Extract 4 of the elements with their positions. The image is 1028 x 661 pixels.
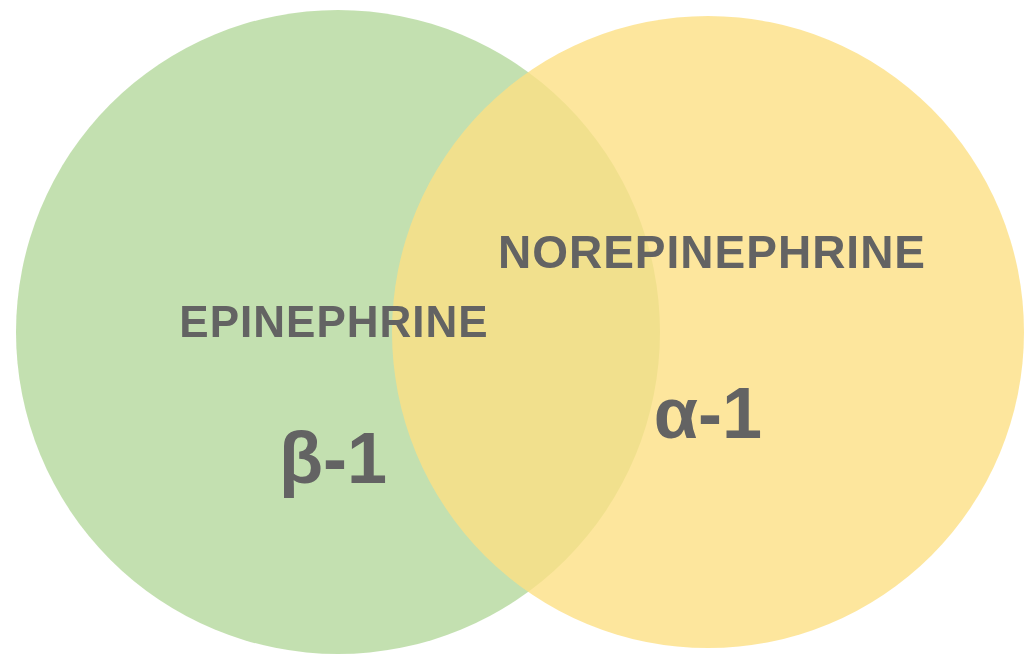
set-label: NOREPINEPHRINE xyxy=(497,225,927,279)
set-label: EPINEPHRINE xyxy=(179,297,489,347)
receptor-label: β-1 xyxy=(279,417,387,499)
receptor-label: α-1 xyxy=(653,372,763,454)
